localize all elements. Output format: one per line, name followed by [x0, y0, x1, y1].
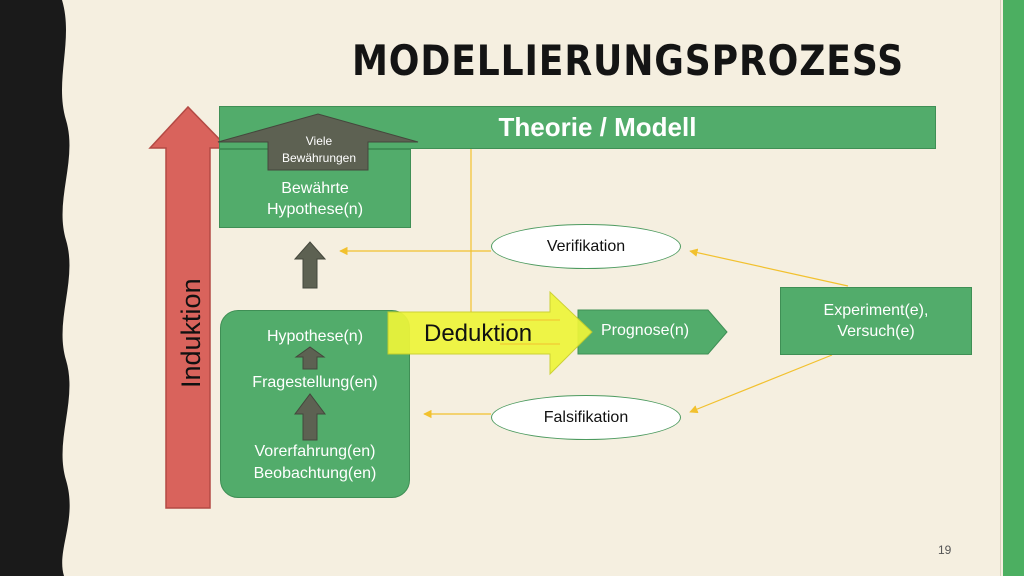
falsifikation-label: Falsifikation	[543, 408, 629, 426]
page-title: MODELLIERUNGSPROZESS	[352, 36, 904, 85]
right-accent-strip	[1000, 0, 1024, 576]
page-number: 19	[938, 543, 952, 557]
falsifikation-oval: Falsifikation	[491, 395, 681, 440]
vorerfahrung-label: Vorerfahrung(en)	[254, 443, 376, 460]
induktion-label: Induktion	[176, 278, 206, 388]
viele-bewaehrungen-label: Viele Bewährungen	[270, 133, 368, 167]
deduktion-arrow	[387, 290, 593, 376]
experiment-line1: Experiment(e),	[823, 302, 929, 319]
verifikation-oval: Verifikation	[491, 224, 681, 269]
theorie-label: Theorie / Modell	[498, 112, 697, 142]
fragestellung-label: Fragestellung(en)	[252, 374, 378, 391]
experiment-box: Experiment(e), Versuch(e)	[780, 287, 972, 355]
viele-line2: Bewährungen	[281, 151, 357, 165]
experiment-line2: Versuch(e)	[837, 323, 915, 340]
induktion-arrow	[148, 105, 230, 509]
deduktion-label: Deduktion	[424, 320, 533, 347]
prognose-label: Prognose(n)	[601, 322, 690, 339]
experiment-to-falsif-arrow	[689, 354, 833, 414]
beobachtung-label: Beobachtung(en)	[253, 465, 377, 482]
viele-line1: Viele	[305, 134, 333, 148]
bewaehrt-line2: Hypothese(n)	[266, 200, 364, 218]
wavy-border-decoration	[0, 0, 70, 576]
up-arrow-to-bewaehrt	[293, 241, 327, 289]
bewaehrt-line1: Bewährte	[281, 179, 349, 197]
verifikation-label: Verifikation	[546, 237, 626, 255]
experiment-to-verif-arrow	[689, 248, 849, 287]
hypothese-label: Hypothese(n)	[266, 328, 364, 345]
